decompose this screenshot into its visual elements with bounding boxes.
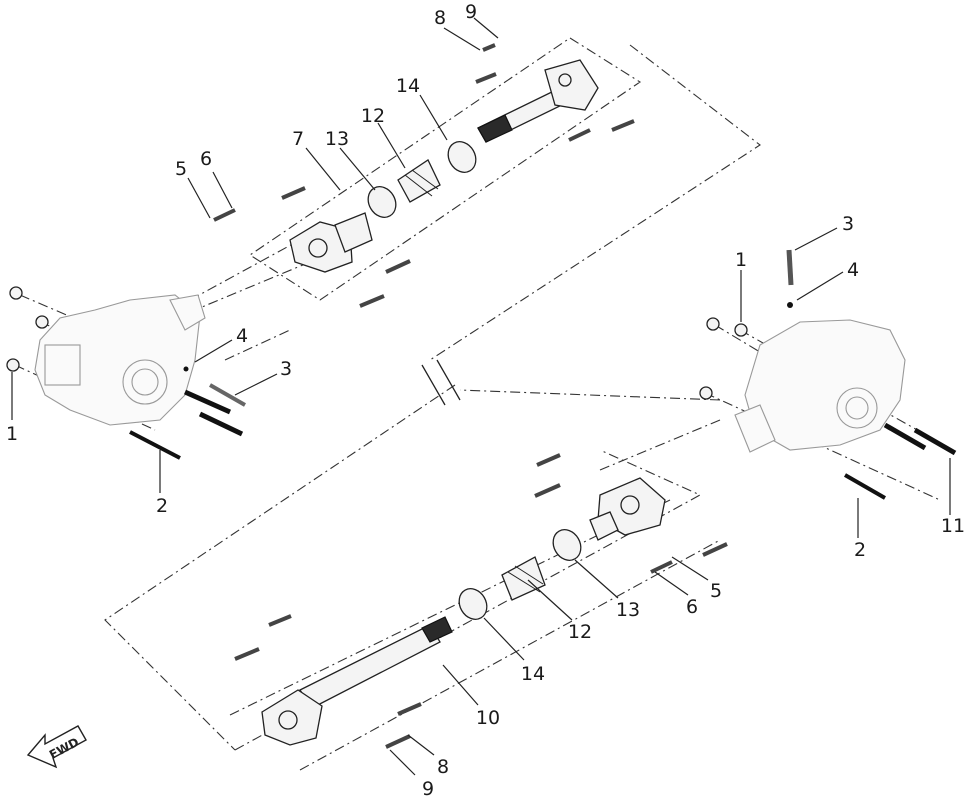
callout-5-top: 5: [175, 158, 187, 180]
callout-8-bottom: 8: [437, 756, 449, 778]
callout-3-left: 3: [280, 358, 292, 380]
callout-9-bottom: 9: [422, 778, 434, 800]
front-differential-housing: [34, 294, 206, 426]
boot-clamp-small-bottom: [552, 529, 582, 561]
callout-13-top: 13: [325, 128, 349, 150]
callout-6-bottom: 6: [686, 596, 698, 618]
callout-11: 11: [941, 515, 965, 537]
callout-1-right: 1: [735, 249, 747, 271]
callout-4-right: 4: [847, 259, 859, 281]
boot-clamp-large-bottom: [458, 588, 488, 620]
rear-differential-housing: [734, 319, 906, 453]
shaft-break-mark: [421, 359, 461, 406]
callout-6-top: 6: [200, 148, 212, 170]
callout-14-top: 14: [396, 75, 420, 97]
boot-clamp-small-top: [367, 186, 397, 218]
callout-10: 10: [476, 707, 500, 729]
callout-5-bottom: 5: [710, 580, 722, 602]
forward-direction-arrow-icon: FWD: [26, 725, 87, 769]
callout-13-bottom: 13: [616, 599, 640, 621]
leader-lines: [11, 17, 951, 776]
callout-12-bottom: 12: [568, 621, 592, 643]
front-drive-shaft: [477, 59, 599, 143]
boot-top: [397, 159, 441, 203]
callout-4-left: 4: [236, 325, 248, 347]
fasteners: [6, 43, 957, 749]
callout-14-bottom: 14: [521, 663, 545, 685]
inner-cv-joint-bottom: [589, 477, 666, 541]
callout-labels: 1 2 3 4 5 6 7 13 12 14 8 9 1 3 4 2 11 5 …: [6, 1, 965, 800]
callout-2-left: 2: [156, 495, 168, 517]
callout-9-top: 9: [465, 1, 477, 23]
callout-1-left: 1: [6, 423, 18, 445]
callout-8-top: 8: [434, 7, 446, 29]
callout-12-top: 12: [361, 105, 385, 127]
callout-7: 7: [292, 128, 304, 150]
callout-2-right: 2: [854, 539, 866, 561]
inner-cv-joint-top: [289, 212, 373, 273]
callout-3-right: 3: [842, 213, 854, 235]
boot-clamp-large-top: [447, 141, 477, 173]
rear-drive-shaft: [299, 616, 453, 709]
boot-bottom: [501, 556, 546, 601]
outer-cv-joint-bottom: [261, 689, 323, 746]
